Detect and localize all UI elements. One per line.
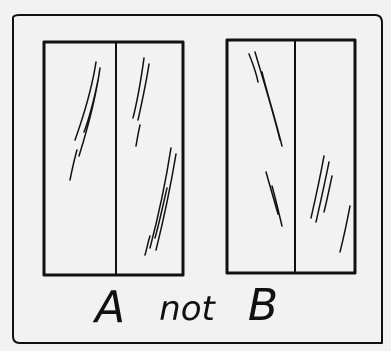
caption-label-b: B (248, 280, 278, 331)
caption-joiner: not (159, 289, 216, 329)
caption-label-a: A (92, 282, 125, 333)
